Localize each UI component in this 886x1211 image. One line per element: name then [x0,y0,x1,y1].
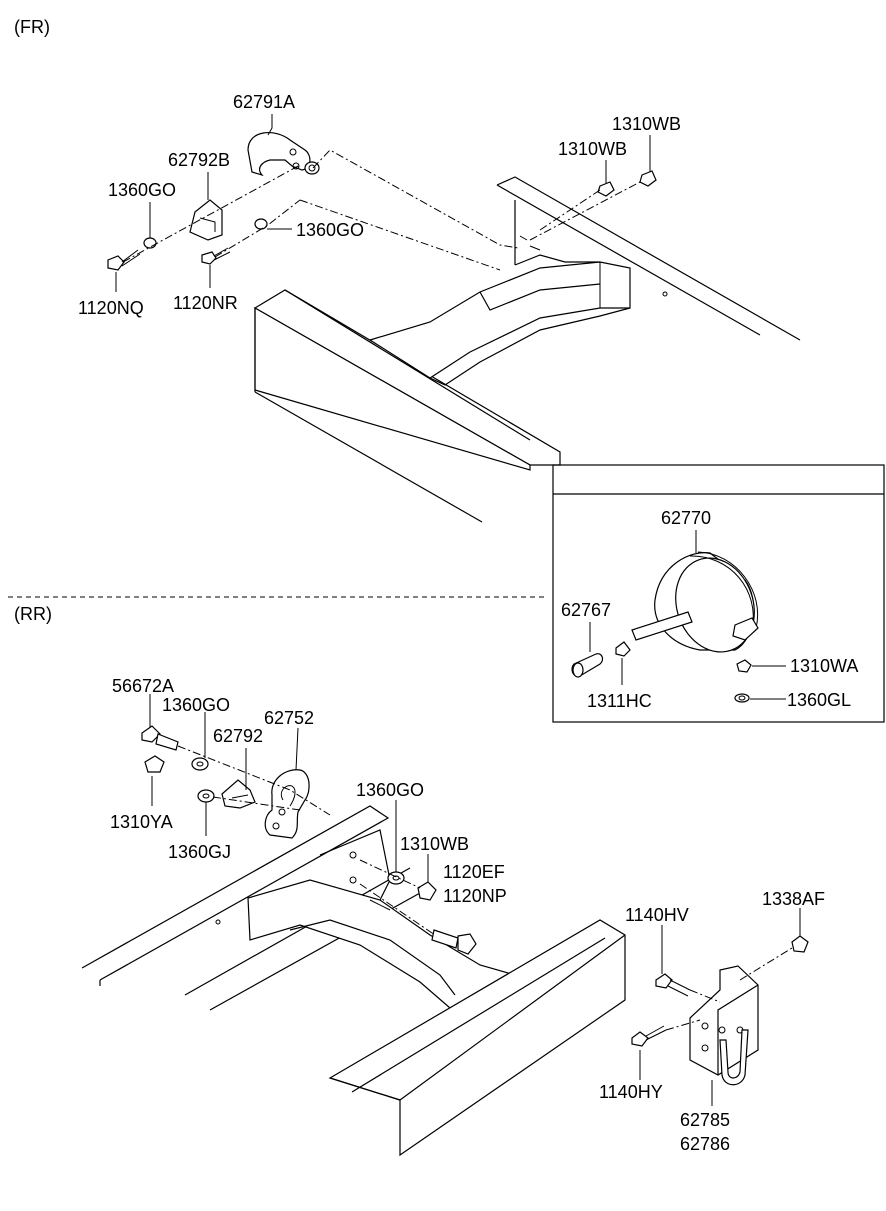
label-62785: 62785 [680,1110,730,1130]
nut-1310WB-b [639,170,657,187]
label-1120NQ: 1120NQ [78,298,144,318]
label-1120NP: 1120NP [443,886,507,906]
washer-1360GO-left [143,237,157,249]
nut-1310WB-a [597,181,615,197]
label-1120EF: 1120EF [443,862,505,882]
label-1140HY: 1140HY [599,1082,663,1102]
inset-box [552,464,885,723]
washer-1360GO-right [254,218,268,230]
bolt-1140HV [655,973,691,997]
washer-1360GJ [197,789,215,803]
rear-leaders [149,694,801,1106]
label-62786: 62786 [680,1134,730,1154]
label-1311HC: 1311HC [587,691,652,711]
washer-1360GL [734,693,750,703]
label-62791A: 62791A [233,92,295,112]
bolt-56672A [141,725,179,751]
bolt-1120NR [201,247,231,265]
label-1120NR: 1120NR [173,293,238,313]
pin-62767 [571,653,604,678]
label-1360GO-rear-top: 1360GO [162,695,230,715]
section-label-rear: (RR) [14,604,52,624]
bolt-1120NQ [107,249,141,271]
label-62792B: 62792B [168,150,230,170]
label-1310WB-front-b: 1310WB [612,114,681,134]
label-1338AF: 1338AF [762,889,825,909]
nut-1338AF [791,935,809,953]
washer-1360GO-rear [191,757,209,771]
label-1310YA: 1310YA [110,812,173,832]
nut-1310WA [736,659,752,673]
nut-1311HC [615,641,631,657]
bolt-1140HY [631,1025,667,1047]
front-tow-hook-assembly [107,132,657,271]
label-1360GJ: 1360GJ [168,842,231,862]
section-label-front: (FR) [14,17,50,37]
bracket-62785-62786 [631,935,809,1086]
nut-1310WB-rear [417,881,437,901]
label-1360GO-rear-lower: 1360GO [356,780,424,800]
label-62792: 62792 [213,726,263,746]
label-1310WB-front-a: 1310WB [558,139,627,159]
label-1360GL: 1360GL [787,690,851,710]
label-1310WB-rear: 1310WB [400,834,469,854]
front-leaders [115,114,651,292]
front-frame-crossmember [253,176,801,523]
label-56672A: 56672A [112,676,174,696]
rear-frame-crossmember [81,805,626,1157]
label-1360GO-front-right: 1360GO [296,220,364,240]
bolt-1120EF-1120NP [431,929,477,955]
rear-tow-hook-assembly [141,725,477,955]
label-62752: 62752 [264,708,314,728]
drum-62770 [631,551,759,653]
label-62770: 62770 [661,508,711,528]
label-1140HV: 1140HV [625,905,689,925]
label-1310WA: 1310WA [790,656,858,676]
label-1360GO-front-left: 1360GO [108,180,176,200]
nut-1310YA [144,755,165,773]
label-62767: 62767 [561,600,611,620]
